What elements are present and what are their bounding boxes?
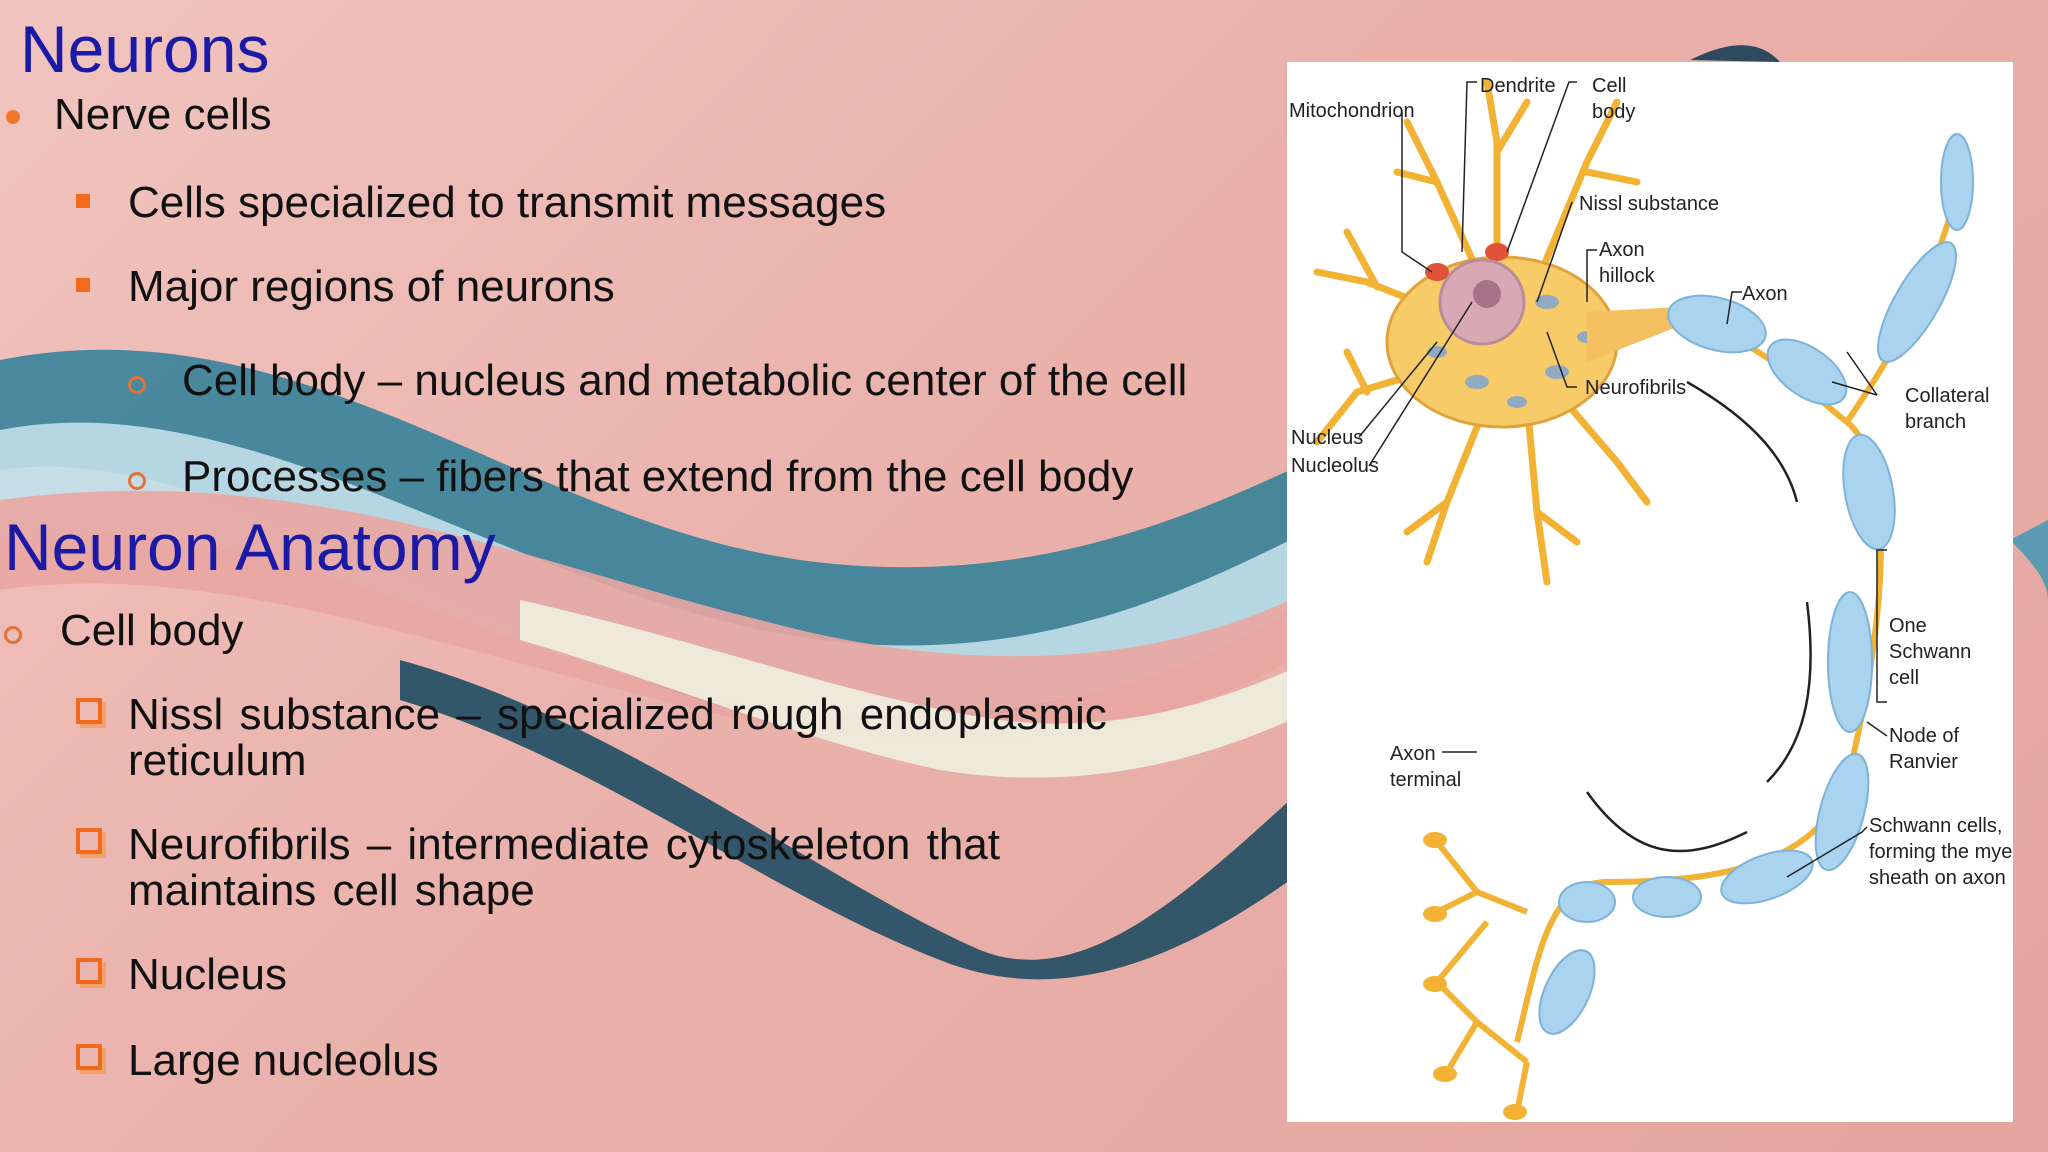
bullet-ring <box>4 626 22 644</box>
bullet-nerve-cells: Nerve cells <box>54 90 272 139</box>
label-neurofibrils: Neurofibrils <box>1585 377 1686 399</box>
bullet-square <box>76 278 90 292</box>
bullet-cell-body-desc: Cell body – nucleus and metabolic center… <box>182 356 1188 405</box>
mitochondrion-shape <box>1485 243 1509 261</box>
bullet-box <box>76 1044 102 1070</box>
label-collateral-2: branch <box>1905 411 1966 433</box>
neuron-diagram: Mitochondrion Dendrite Cell body Nissl s… <box>1287 62 2013 1122</box>
myelin-sheaths <box>1538 133 1974 1035</box>
label-schwann-2: forming the myelin <box>1869 841 2013 863</box>
label-cell-body-1: Cell <box>1592 75 1626 97</box>
bullet-box <box>76 828 102 854</box>
flow-arrows <box>1585 380 1812 853</box>
label-node-2: Ranvier <box>1889 751 1958 773</box>
neuron-diagram-svg: Mitochondrion Dendrite Cell body Nissl s… <box>1289 75 2013 1120</box>
label-schwann-3: sheath on axon <box>1869 867 2006 889</box>
bullet-ring <box>128 472 146 490</box>
label-axon-terminal-2: terminal <box>1390 769 1461 791</box>
label-one-schwann-3: cell <box>1889 667 1919 689</box>
terminal-boutons <box>1423 832 1527 1120</box>
label-schwann-1: Schwann cells, <box>1869 815 2002 837</box>
item-nissl: Nissl substance – specialized rough endo… <box>128 690 1107 786</box>
label-nucleus: Nucleus <box>1291 427 1363 449</box>
label-collateral-1: Collateral <box>1905 385 1989 407</box>
bullet-cell-body: Cell body <box>60 606 244 655</box>
bullet-dot <box>6 110 20 124</box>
label-axon-hillock-2: hillock <box>1599 265 1656 287</box>
axon-line <box>1514 314 1884 1043</box>
bullet-square <box>76 194 90 208</box>
bullet-processes-desc: Processes – fibers that extend from the … <box>182 452 1134 501</box>
label-node-1: Node of <box>1889 725 1959 747</box>
bullet-major-regions: Major regions of neurons <box>128 262 615 311</box>
title-neurons: Neurons <box>20 12 270 86</box>
item-neurofibrils: Neurofibrils – intermediate cytoskeleton… <box>128 820 1000 916</box>
mitochondrion-shape <box>1425 263 1449 281</box>
label-dendrite: Dendrite <box>1480 75 1556 97</box>
item-nucleus: Nucleus <box>128 950 287 999</box>
axon-hillock-shape <box>1587 307 1677 362</box>
label-axon: Axon <box>1742 283 1788 305</box>
label-nissl: Nissl substance <box>1579 193 1719 215</box>
bullet-ring <box>128 376 146 394</box>
bullet-box <box>76 698 102 724</box>
nucleolus-shape <box>1473 280 1501 308</box>
axon-terminals <box>1434 840 1530 1113</box>
bullet-box <box>76 958 102 984</box>
label-one-schwann-1: One <box>1889 615 1927 637</box>
label-mitochondrion: Mitochondrion <box>1289 100 1415 122</box>
label-axon-terminal-1: Axon <box>1390 743 1436 765</box>
label-axon-hillock-1: Axon <box>1599 239 1645 261</box>
bullet-cells-specialized: Cells specialized to transmit messages <box>128 178 887 227</box>
label-one-schwann-2: Schwann <box>1889 641 1971 663</box>
item-large-nucleolus: Large nucleolus <box>128 1036 439 1085</box>
title-neuron-anatomy: Neuron Anatomy <box>4 510 496 584</box>
label-cell-body-2: body <box>1592 101 1635 123</box>
label-nucleolus: Nucleolus <box>1291 455 1379 477</box>
leader-lines <box>1358 81 1888 878</box>
